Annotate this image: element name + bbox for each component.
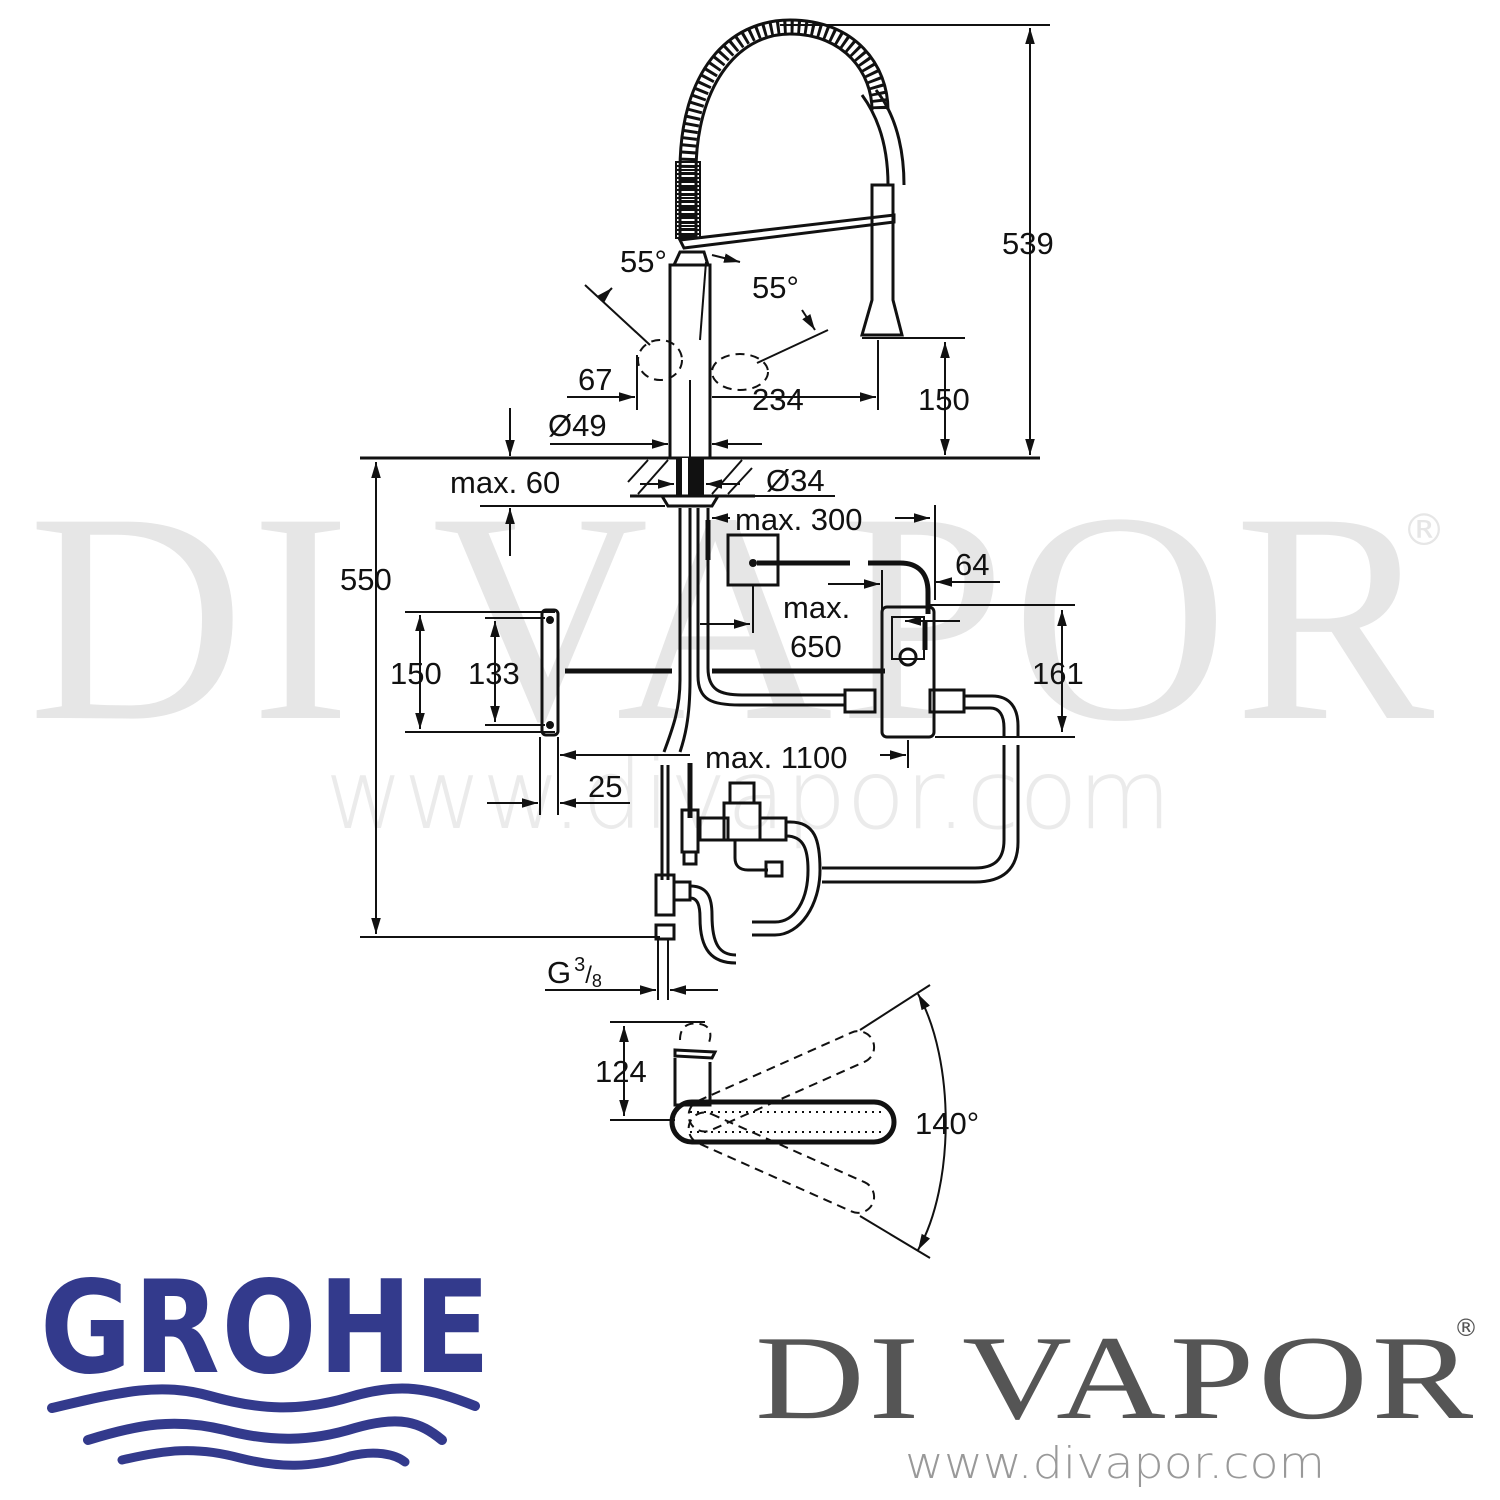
angle-lever-right: 55° (752, 270, 799, 305)
upper-dimensions: 539 150 234 67 Ø49 55° 55° (548, 24, 1054, 455)
spring-coil-icon (681, 18, 887, 238)
spout-lower-position (687, 1111, 876, 1214)
angle-spout-swivel: 140° (915, 1106, 979, 1141)
grohe-waves-icon (47, 1383, 480, 1470)
watermark-registered-icon: ® (1402, 505, 1446, 556)
faucet-top-view: 124 140° (595, 984, 979, 1259)
dim-outlet-height: 150 (918, 382, 970, 417)
dim-lever-offset: 67 (578, 362, 612, 397)
dim-bracket-height: 150 (390, 656, 442, 691)
watermark-url: www.divapor.com (325, 739, 1171, 851)
spout-center-position (669, 1099, 897, 1145)
spout-upper-position (687, 1030, 876, 1133)
dim-max-deck-thickness: max. 60 (450, 465, 560, 500)
dim-mounting-hole: Ø34 (766, 463, 825, 498)
dim-max-cable-length: max. 1100 (705, 740, 847, 775)
divapor-wordmark: DI VAPOR (755, 1311, 1477, 1444)
spray-head (860, 183, 904, 337)
divapor-logo: DI VAPOR ® www.divapor.com (755, 1311, 1478, 1489)
divapor-url: www.divapor.com (905, 1438, 1325, 1489)
lever-position-right (711, 353, 769, 391)
dim-max-650-line1: max. (783, 590, 850, 625)
shank (676, 458, 704, 496)
dim-body-diameter: Ø49 (548, 408, 607, 443)
watermark: DI VAPOR ® www.divapor.com (28, 451, 1446, 851)
watermark-brand: DI VAPOR (28, 451, 1440, 783)
angle-lever-left: 55° (620, 244, 667, 279)
dim-max-300: max. 300 (735, 502, 863, 537)
lever-position-left (637, 339, 683, 381)
return-pipe (822, 745, 1006, 870)
dim-bracket-hole-spacing: 133 (468, 656, 520, 691)
dim-overall-height: 539 (1002, 226, 1054, 261)
lever (699, 261, 707, 341)
grohe-wordmark: GROHE (40, 1254, 492, 1403)
hose-left (662, 508, 682, 753)
deck-mounting: Ø34 max. 60 (360, 408, 1040, 556)
angle-valve (654, 873, 676, 917)
under-deck-assembly: 550 max. 300 64 max. 650 (340, 462, 1084, 1000)
dim-max-650-line2: 650 (790, 629, 842, 664)
grohe-logo: GROHE (40, 1254, 492, 1470)
dim-bracket-depth: 25 (588, 769, 622, 804)
hose-right (696, 508, 845, 707)
dim-control-box-height: 161 (1032, 656, 1084, 691)
dim-under-deck-length: 550 (340, 562, 392, 597)
dim-offset-64: 64 (955, 547, 989, 582)
registered-icon: ® (1454, 1314, 1478, 1342)
wall-bracket (540, 608, 560, 737)
dim-top-view-height: 124 (595, 1054, 647, 1089)
support-arm (677, 213, 896, 250)
faucet-side-view (637, 18, 906, 460)
dim-spout-reach: 234 (752, 382, 804, 417)
